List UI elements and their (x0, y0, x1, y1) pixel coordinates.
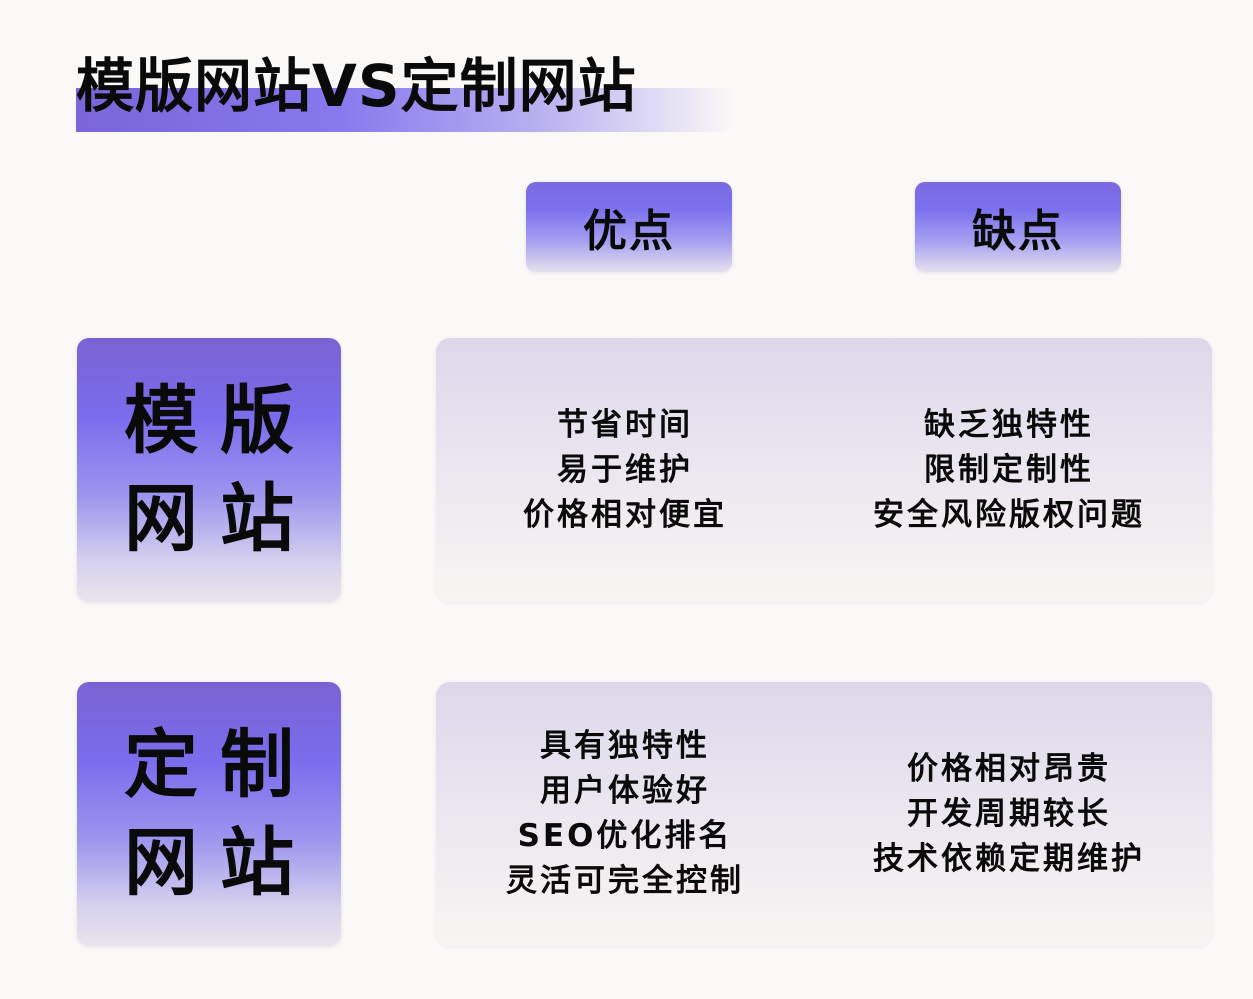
cons-list: 缺乏独特性 限制定制性 安全风险版权问题 (856, 338, 1162, 602)
column-header-cons-label: 缺点 (972, 206, 1064, 257)
title-banner: 模版网站VS定制网站 (76, 48, 736, 134)
list-item: 限制定制性 (924, 451, 1094, 488)
row-label-line: 模版 (124, 378, 316, 464)
column-header-cons: 缺点 (915, 182, 1121, 272)
list-item: 技术依赖定期维护 (873, 840, 1145, 877)
list-item: 安全风险版权问题 (873, 496, 1145, 533)
title-highlight-bar (76, 88, 736, 132)
list-item: SEO优化排名 (517, 818, 733, 854)
pros-list: 节省时间 易于维护 价格相对便宜 (476, 338, 774, 602)
list-item: 具有独特性 (540, 728, 710, 764)
comparison-card-custom-website: 具有独特性 用户体验好 SEO优化排名 灵活可完全控制 价格相对昂贵 开发周期较… (436, 682, 1212, 946)
list-item: 灵活可完全控制 (506, 863, 744, 899)
list-item: 开发周期较长 (907, 795, 1111, 832)
list-item: 价格相对昂贵 (907, 750, 1111, 787)
page-title: 模版网站VS定制网站 (76, 52, 637, 120)
list-item: 节省时间 (557, 406, 693, 443)
pros-list: 具有独特性 用户体验好 SEO优化排名 灵活可完全控制 (476, 682, 774, 946)
row-label-line: 定制 (124, 722, 316, 808)
list-item: 用户体验好 (540, 773, 710, 809)
list-item: 缺乏独特性 (924, 406, 1094, 443)
list-item: 价格相对便宜 (523, 496, 727, 533)
row-label-custom-website: 定制 网站 (77, 682, 341, 946)
column-header-pros-label: 优点 (583, 206, 675, 257)
row-label-line: 网站 (124, 820, 316, 906)
list-item: 易于维护 (557, 451, 693, 488)
comparison-card-template-website: 节省时间 易于维护 价格相对便宜 缺乏独特性 限制定制性 安全风险版权问题 (436, 338, 1212, 602)
row-label-template-website: 模版 网站 (77, 338, 341, 602)
column-header-pros: 优点 (526, 182, 732, 272)
cons-list: 价格相对昂贵 开发周期较长 技术依赖定期维护 (856, 682, 1162, 946)
row-label-line: 网站 (124, 476, 316, 562)
